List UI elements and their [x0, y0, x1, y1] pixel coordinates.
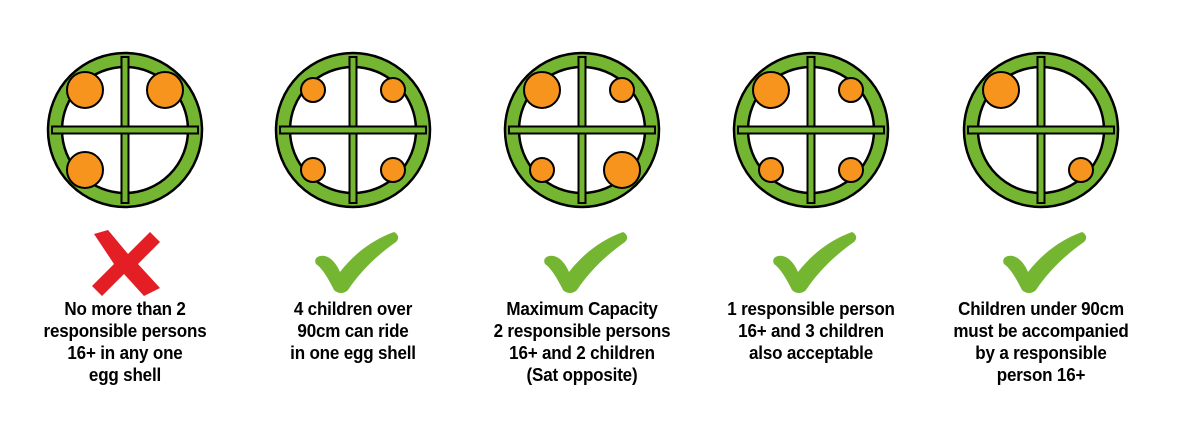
child-seat-icon [380, 157, 406, 183]
adult-seat-icon [66, 151, 104, 189]
caption-line: 16+ in any one [67, 342, 183, 363]
rule-panel-1: No more than 2 responsible persons 16+ i… [30, 0, 260, 425]
egg-shell-diagram [962, 51, 1120, 209]
tick-shape [773, 232, 857, 293]
caption-line: by a responsible [975, 342, 1107, 363]
rule-caption: Children under 90cm must be accompanied … [935, 298, 1147, 386]
child-seat-icon [300, 157, 326, 183]
divider-join [350, 127, 356, 133]
caption-line: No more than 2 [64, 298, 186, 319]
caption-line: 90cm can ride [297, 320, 409, 341]
adult-seat-icon [66, 71, 104, 109]
child-seat-icon [380, 77, 406, 103]
cross-strokes [92, 230, 160, 296]
caption-line: Maximum Capacity [506, 298, 658, 319]
rule-panel-2: 4 children over 90cm can ride in one egg… [258, 0, 488, 425]
child-seat-icon [758, 157, 784, 183]
rule-panel-3: Maximum Capacity 2 responsible persons 1… [487, 0, 717, 425]
tick-shape [544, 232, 628, 293]
child-seat-icon [300, 77, 326, 103]
child-seat-icon [529, 157, 555, 183]
child-seat-icon [838, 157, 864, 183]
egg-shell-diagram [46, 51, 204, 209]
adult-seat-icon [146, 71, 184, 109]
divider-join [808, 127, 814, 133]
caption-line: egg shell [88, 364, 162, 385]
caption-line: 16+ and 2 children [509, 342, 655, 363]
rule-caption: No more than 2 responsible persons 16+ i… [19, 298, 231, 386]
rule-caption: 1 responsible person 16+ and 3 children … [705, 298, 917, 364]
child-seat-icon [609, 77, 635, 103]
caption-line: 4 children over [293, 298, 413, 319]
child-seat-icon [1068, 157, 1094, 183]
cross-shape [92, 230, 160, 296]
egg-shell-diagram [732, 51, 890, 209]
caption-line: person 16+ [996, 364, 1086, 385]
caption-line: must be accompanied [953, 320, 1129, 341]
tick-icon [1003, 232, 1087, 293]
caption-line: in one egg shell [290, 342, 416, 363]
tick-shape [315, 232, 399, 293]
divider-join [579, 127, 585, 133]
caption-line: 1 responsible person [727, 298, 895, 319]
adult-seat-icon [982, 71, 1020, 109]
tick-icon [315, 232, 399, 293]
tick-icon [773, 232, 857, 293]
rule-caption: Maximum Capacity 2 responsible persons 1… [476, 298, 688, 386]
tick-shape [1003, 232, 1087, 293]
caption-line: 2 responsible persons [493, 320, 671, 341]
caption-line: (Sat opposite) [526, 364, 638, 385]
rule-panel-4: 1 responsible person 16+ and 3 children … [716, 0, 946, 425]
adult-seat-icon [603, 151, 641, 189]
adult-seat-icon [752, 71, 790, 109]
divider-join [1038, 127, 1044, 133]
cross-icon [92, 230, 160, 296]
caption-line: Children under 90cm [958, 298, 1124, 319]
adult-seat-icon [523, 71, 561, 109]
caption-line: also acceptable [748, 342, 873, 363]
caption-line: 16+ and 3 children [738, 320, 884, 341]
egg-shell-diagram [274, 51, 432, 209]
egg-shell-diagram [503, 51, 661, 209]
divider-join [122, 127, 128, 133]
tick-icon [544, 232, 628, 293]
rule-caption: 4 children over 90cm can ride in one egg… [247, 298, 459, 364]
caption-line: responsible persons [43, 320, 207, 341]
rule-panel-5: Children under 90cm must be accompanied … [946, 0, 1176, 425]
child-seat-icon [838, 77, 864, 103]
